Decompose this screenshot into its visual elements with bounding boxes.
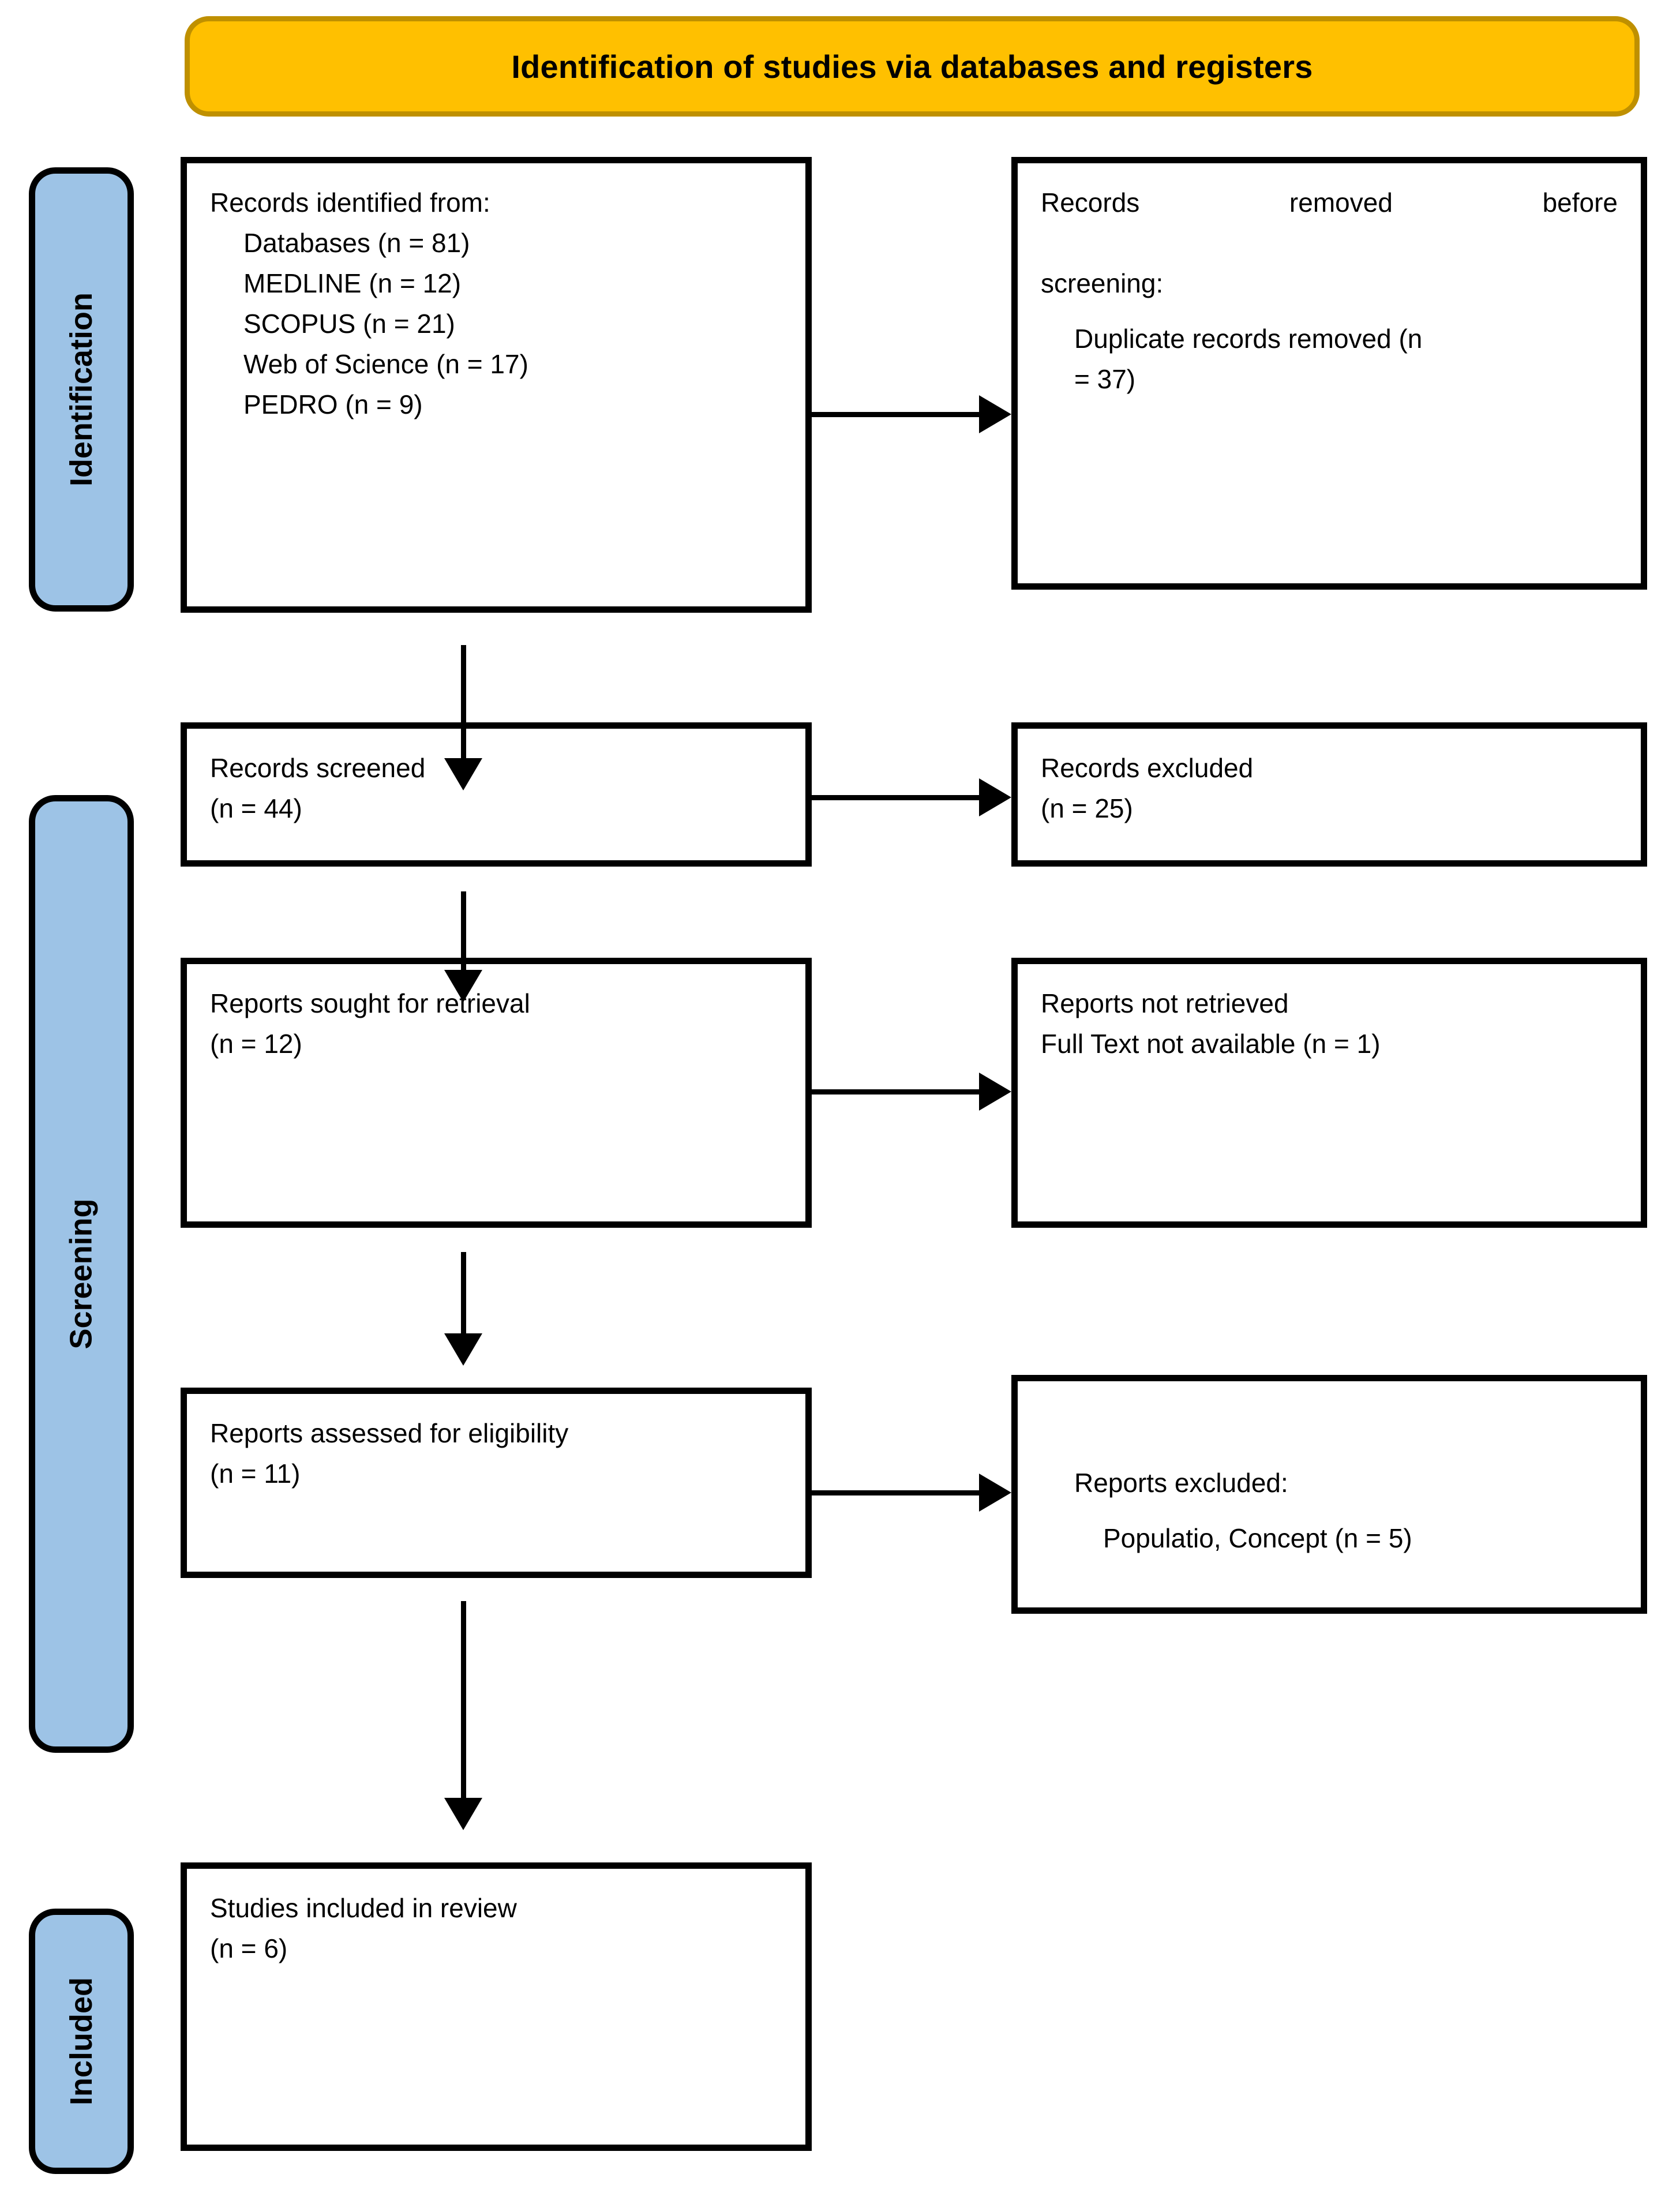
source-databases: Databases (n = 81) [243,227,470,258]
duplicate-records-removed-count: = 37) [1074,363,1136,394]
diagram-title-text: Identification of studies via databases … [511,48,1313,85]
duplicate-records-removed: Duplicate records removed (n [1074,323,1423,354]
box-records-excluded: Records excluded (n = 25) [1011,722,1647,867]
arrow-shaft [461,645,466,784]
arrow-shaft [812,1490,979,1495]
records-screened-count: (n = 44) [210,793,302,823]
records-removed-heading-screening: screening [1041,268,1156,298]
records-excluded-count: (n = 25) [1041,793,1133,823]
arrow-shaft [461,1252,466,1359]
reports-eligibility-count: (n = 11) [210,1458,301,1489]
records-removed-heading: Records removed before [1041,183,1618,264]
records-screened-label: Records screened [210,753,426,783]
box-studies-included: Studies included in review (n = 6) [181,1862,812,2151]
arrow-head-right-icon [979,1474,1011,1512]
stage-label-included: Included [64,1977,99,2106]
arrow-head-right-icon [979,395,1011,433]
box-records-screened: Records screened (n = 44) [181,722,812,867]
arrow-shaft [461,891,466,995]
box-reports-sought: Reports sought for retrieval (n = 12) [181,958,812,1228]
stage-bar-screening: Screening [29,795,134,1753]
records-excluded-label: Records excluded [1041,753,1254,783]
arrow-head-right-icon [979,1073,1011,1111]
reports-sought-count: (n = 12) [210,1028,302,1059]
stage-bar-identification: Identification [29,167,134,612]
records-removed-heading-before: before [1542,188,1618,218]
reports-excluded-label: Reports excluded: [1074,1468,1288,1498]
source-scopus: SCOPUS (n = 21) [243,308,455,339]
arrow-shaft [812,1089,979,1094]
stage-label-identification: Identification [64,293,99,486]
stage-bar-included: Included [29,1909,134,2174]
box-reports-not-retrieved: Reports not retrieved Full Text not avai… [1011,958,1647,1228]
studies-included-label: Studies included in review [210,1893,517,1923]
arrow-head-right-icon [979,778,1011,816]
box-reports-assessed-eligibility: Reports assessed for eligibility (n = 11… [181,1388,812,1578]
box-records-removed: Records removed before screening: Duplic… [1011,157,1647,590]
reports-sought-label: Reports sought for retrieval [210,988,530,1018]
studies-included-count: (n = 6) [210,1933,288,1963]
records-identified-heading: Records identified from: [210,188,490,218]
reports-excluded-reason: Populatio, Concept (n = 5) [1103,1523,1412,1553]
box-records-identified: Records identified from: Databases (n = … [181,157,812,613]
reports-not-retrieved-reason: Full Text not available (n = 1) [1041,1028,1381,1059]
arrow-head-down-icon [444,970,482,1002]
source-pedro: PEDRO (n = 9) [243,389,423,419]
arrow-head-down-icon [444,758,482,790]
stage-label-screening: Screening [64,1198,99,1350]
reports-not-retrieved-label: Reports not retrieved [1041,988,1289,1018]
arrow-shaft [461,1601,466,1823]
diagram-title-banner: Identification of studies via databases … [185,16,1640,117]
arrow-shaft [812,795,979,800]
source-medline: MEDLINE (n = 12) [243,268,462,298]
records-removed-heading-line2: screening: [1041,264,1618,304]
box-reports-excluded: Reports excluded: Populatio, Concept (n … [1011,1375,1647,1614]
arrow-shaft [812,412,979,417]
reports-eligibility-label: Reports assessed for eligibility [210,1418,569,1448]
arrow-head-down-icon [444,1333,482,1366]
source-web-of-science: Web of Science (n = 17) [243,348,528,379]
arrow-head-down-icon [444,1798,482,1830]
records-removed-heading-plain: Records removed [1041,188,1543,218]
records-removed-heading-colon: : [1156,268,1164,298]
